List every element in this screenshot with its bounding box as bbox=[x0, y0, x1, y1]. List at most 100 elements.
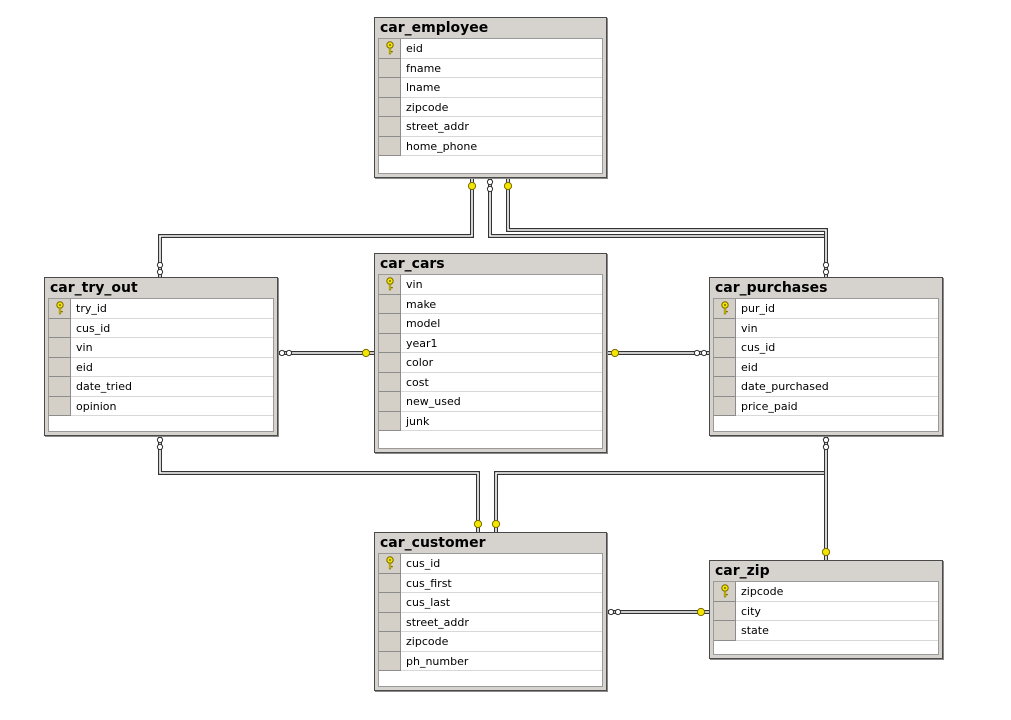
column-row[interactable]: opinion bbox=[49, 396, 273, 416]
row-selector[interactable] bbox=[49, 318, 71, 338]
row-selector[interactable] bbox=[49, 338, 71, 358]
row-selector[interactable] bbox=[379, 314, 401, 334]
row-selector[interactable] bbox=[49, 299, 71, 319]
column-row[interactable]: model bbox=[379, 314, 602, 334]
column-name: zipcode bbox=[401, 632, 602, 652]
column-row[interactable]: date_tried bbox=[49, 377, 273, 397]
column-row[interactable]: vin bbox=[49, 338, 273, 358]
row-selector[interactable] bbox=[379, 593, 401, 613]
column-name: new_used bbox=[401, 392, 602, 412]
many-end-infinity-icon bbox=[278, 349, 286, 357]
row-selector[interactable] bbox=[379, 612, 401, 632]
column-row[interactable]: try_id bbox=[49, 299, 273, 319]
row-selector[interactable] bbox=[714, 377, 736, 397]
row-selector[interactable] bbox=[714, 299, 736, 319]
column-row[interactable]: cus_id bbox=[49, 318, 273, 338]
column-row[interactable]: cost bbox=[379, 372, 602, 392]
primary-key-icon bbox=[385, 556, 394, 570]
column-row[interactable]: price_paid bbox=[714, 396, 938, 416]
column-row[interactable]: lname bbox=[379, 78, 602, 98]
relationship-employee-purchases[interactable] bbox=[503, 178, 830, 277]
row-selector[interactable] bbox=[379, 275, 401, 295]
column-row[interactable]: pur_id bbox=[714, 299, 938, 319]
row-selector[interactable] bbox=[379, 97, 401, 117]
column-row[interactable]: date_purchased bbox=[714, 377, 938, 397]
column-row[interactable]: zipcode bbox=[379, 632, 602, 652]
primary-key-icon bbox=[55, 301, 64, 315]
row-selector[interactable] bbox=[714, 357, 736, 377]
relationship-cars-tryout[interactable] bbox=[278, 348, 374, 358]
column-name: cus_last bbox=[401, 593, 602, 613]
column-row[interactable]: street_addr bbox=[379, 612, 602, 632]
row-selector[interactable] bbox=[379, 573, 401, 593]
many-end-infinity-icon bbox=[607, 608, 615, 616]
row-selector[interactable] bbox=[379, 78, 401, 98]
row-selector[interactable] bbox=[379, 651, 401, 671]
many-end-infinity-icon bbox=[693, 349, 701, 357]
column-name: pur_id bbox=[736, 299, 938, 319]
column-row[interactable]: color bbox=[379, 353, 602, 373]
relationship-employee-tryout[interactable] bbox=[156, 178, 477, 277]
row-selector[interactable] bbox=[379, 411, 401, 431]
row-selector[interactable] bbox=[379, 39, 401, 59]
row-selector[interactable] bbox=[49, 396, 71, 416]
column-row[interactable]: street_addr bbox=[379, 117, 602, 137]
row-selector[interactable] bbox=[379, 554, 401, 574]
column-row[interactable]: vin bbox=[379, 275, 602, 295]
column-name: price_paid bbox=[736, 397, 938, 416]
many-end-infinity-icon bbox=[285, 349, 293, 357]
row-selector[interactable] bbox=[379, 136, 401, 156]
column-name: cost bbox=[401, 373, 602, 392]
column-row[interactable]: eid bbox=[379, 39, 602, 59]
relationship-customer-tryout[interactable] bbox=[156, 436, 483, 532]
row-selector[interactable] bbox=[714, 582, 736, 602]
column-name: state bbox=[736, 621, 938, 641]
row-selector[interactable] bbox=[49, 377, 71, 397]
row-selector[interactable] bbox=[714, 396, 736, 416]
relationship-zip-purchases[interactable] bbox=[821, 436, 831, 560]
column-row[interactable]: year1 bbox=[379, 333, 602, 353]
row-selector[interactable] bbox=[714, 621, 736, 641]
column-row[interactable]: junk bbox=[379, 411, 602, 431]
column-row[interactable]: make bbox=[379, 294, 602, 314]
row-selector[interactable] bbox=[379, 333, 401, 353]
row-selector[interactable] bbox=[379, 392, 401, 412]
column-row[interactable]: cus_id bbox=[379, 554, 602, 574]
row-selector[interactable] bbox=[379, 58, 401, 78]
column-row[interactable]: state bbox=[714, 621, 938, 641]
column-row[interactable]: eid bbox=[714, 357, 938, 377]
column-row[interactable]: zipcode bbox=[379, 97, 602, 117]
relationship-cars-purchases[interactable] bbox=[607, 348, 709, 358]
column-row[interactable]: cus_last bbox=[379, 593, 602, 613]
column-row[interactable]: vin bbox=[714, 318, 938, 338]
row-selector[interactable] bbox=[379, 294, 401, 314]
column-name: lname bbox=[401, 78, 602, 98]
column-row[interactable]: cus_first bbox=[379, 573, 602, 593]
many-end-infinity-icon bbox=[486, 185, 494, 193]
row-selector[interactable] bbox=[714, 338, 736, 358]
row-selector[interactable] bbox=[379, 353, 401, 373]
row-selector[interactable] bbox=[379, 117, 401, 137]
column-row[interactable]: cus_id bbox=[714, 338, 938, 358]
column-row[interactable]: city bbox=[714, 601, 938, 621]
table-title: car_employee bbox=[380, 20, 489, 36]
column-row[interactable]: zipcode bbox=[714, 582, 938, 602]
column-row[interactable]: home_phone bbox=[379, 136, 602, 156]
column-row[interactable]: ph_number bbox=[379, 651, 602, 671]
column-row[interactable]: new_used bbox=[379, 392, 602, 412]
relationship-zip-customer[interactable] bbox=[607, 607, 709, 617]
primary-key-icon bbox=[720, 584, 729, 598]
row-selector[interactable] bbox=[714, 601, 736, 621]
row-selector[interactable] bbox=[49, 357, 71, 377]
column-row[interactable]: fname bbox=[379, 58, 602, 78]
column-row[interactable]: eid bbox=[49, 357, 273, 377]
row-selector[interactable] bbox=[379, 632, 401, 652]
row-selector[interactable] bbox=[379, 372, 401, 392]
row-selector[interactable] bbox=[714, 318, 736, 338]
